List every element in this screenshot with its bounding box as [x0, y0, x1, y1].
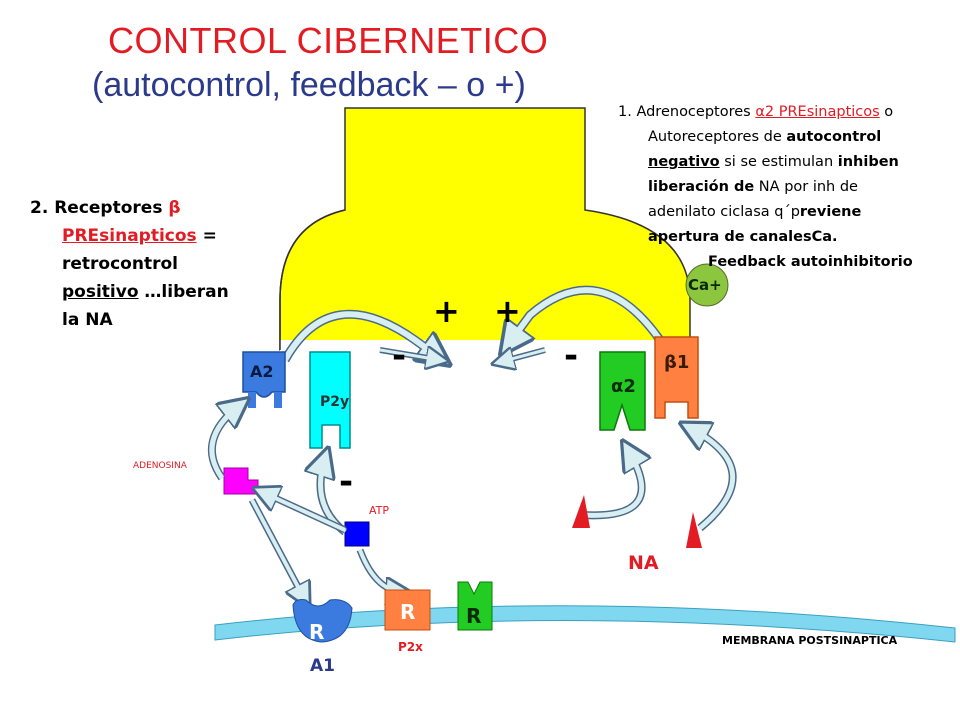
note2-line5: la NA [62, 310, 113, 330]
p2x-label: P2x [398, 640, 423, 654]
note2-prefix: 2. Receptores [30, 198, 169, 218]
p2x-receptor [384, 589, 431, 631]
p2x-receptor-label: R [400, 600, 416, 624]
note1-line3c: inhiben [837, 154, 899, 170]
beta1-receptor [654, 336, 699, 419]
ca-ion [685, 263, 729, 307]
postsynaptic-receptor-r [457, 581, 493, 631]
minus-sign: - [339, 462, 354, 502]
note1-line5a: adenilato ciclasa q´p [648, 204, 800, 220]
note2-line2a: PREsinapticos [62, 226, 197, 246]
note1-line2b: autocontrol [786, 129, 882, 145]
note1-line2a: Autoreceptores de [648, 129, 787, 145]
plus-sign: + [494, 292, 521, 330]
note2-line3: retrocontrol [62, 254, 178, 274]
note1-line3b: si se estimulan [719, 154, 838, 170]
note1-line4b: NA [754, 179, 785, 195]
alpha2-label: α2 [611, 376, 636, 397]
atp-molecule [344, 521, 370, 547]
alpha2-receptor [599, 351, 646, 431]
note2-line4a: positivo [62, 282, 139, 302]
beta1-label: β1 [664, 352, 690, 373]
atp-label: ATP [369, 504, 390, 517]
na-label: NA [628, 552, 659, 574]
note1-suffix: o [879, 104, 894, 120]
adenosine-molecule [223, 467, 259, 495]
ca-label: Ca+ [688, 276, 722, 294]
adenosina-label: ADENOSINA [133, 461, 187, 471]
plus-sign: + [433, 292, 460, 330]
minus-sign: - [564, 336, 579, 376]
a2-label: A2 [250, 362, 274, 381]
a1-receptor [292, 599, 353, 643]
note1-highlight: α2 PREsinapticos [755, 104, 880, 120]
na-molecule [572, 495, 590, 528]
title-line-1: CONTROL CIBERNETICO [108, 20, 549, 61]
note1-line6: apertura de canalesCa. [648, 229, 838, 245]
note1-line3a: negativo [648, 154, 720, 170]
note2-line2b: = [196, 226, 217, 246]
synaptic-cleft-area [395, 345, 600, 520]
note1-line5b: reviene [799, 204, 862, 220]
note1-line4c: por inh de [784, 179, 858, 195]
note-alpha2: 1. Adrenoceptores α2 PREsinapticos o Aut… [618, 100, 948, 275]
a1-label: A1 [310, 656, 335, 676]
title-line-2: (autocontrol, feedback – o +) [92, 66, 526, 104]
note1-line7: Feedback autoinhibitorio [708, 254, 913, 270]
note1-prefix: 1. Adrenoceptores [618, 104, 756, 120]
note2-line4b: …liberan [138, 282, 229, 302]
membrane-label: MEMBRANA POSTSINAPTICA [722, 634, 898, 647]
a1-receptor-label: R [309, 620, 325, 644]
na-molecule [686, 512, 702, 548]
note2-beta: β [168, 198, 181, 218]
postsynaptic-r-label: R [466, 604, 482, 628]
minus-sign: - [392, 336, 407, 376]
note-beta: 2. Receptores β PREsinapticos = retrocon… [30, 194, 240, 334]
note1-line4a: liberación de [648, 179, 755, 195]
p2y-label: P2y [320, 394, 350, 410]
